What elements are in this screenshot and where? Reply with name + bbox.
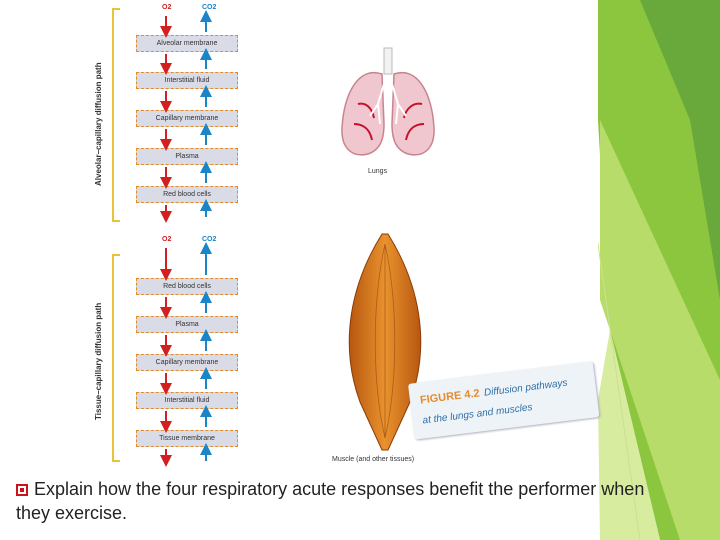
top-bracket	[112, 8, 120, 222]
green-panel-dark	[640, 0, 720, 300]
top-box-red-blood-cells: Red blood cells	[136, 186, 238, 203]
bottom-o2-label: O2	[162, 236, 172, 243]
bottom-box-red-blood-cells: Red blood cells	[136, 278, 238, 295]
lungs-caption: Lungs	[368, 168, 388, 175]
diffusion-arrows	[160, 10, 212, 467]
top-box-alveolar-membrane: Alveolar membrane	[136, 35, 238, 52]
top-box-interstitial-fluid: Interstitial fluid	[136, 72, 238, 89]
bullet-question: Explain how the four respiratory acute r…	[16, 477, 646, 525]
bottom-box-capillary-membrane: Capillary membrane	[136, 354, 238, 371]
lungs-icon	[341, 47, 435, 156]
checkbox-bullet-icon	[16, 484, 28, 496]
green-panel-light	[600, 120, 720, 540]
muscle-icon	[348, 233, 422, 451]
diffusion-figure: Alveolar–capillary diffusion path O2 CO2…	[88, 0, 598, 468]
muscle-caption: Muscle (and other tissues)	[332, 456, 415, 463]
top-box-plasma: Plasma	[136, 148, 238, 165]
green-panel-pale	[598, 330, 660, 540]
bottom-box-interstitial-fluid: Interstitial fluid	[136, 392, 238, 409]
green-line	[595, 229, 641, 540]
bottom-co2-label: CO2	[202, 236, 217, 243]
question-text: Explain how the four respiratory acute r…	[16, 479, 645, 523]
bottom-box-plasma: Plasma	[136, 316, 238, 333]
bottom-box-tissue-membrane: Tissue membrane	[136, 430, 238, 447]
top-box-capillary-membrane: Capillary membrane	[136, 110, 238, 127]
top-o2-label: O2	[162, 4, 172, 11]
bottom-bracket	[112, 254, 120, 462]
top-co2-label: CO2	[202, 4, 217, 11]
